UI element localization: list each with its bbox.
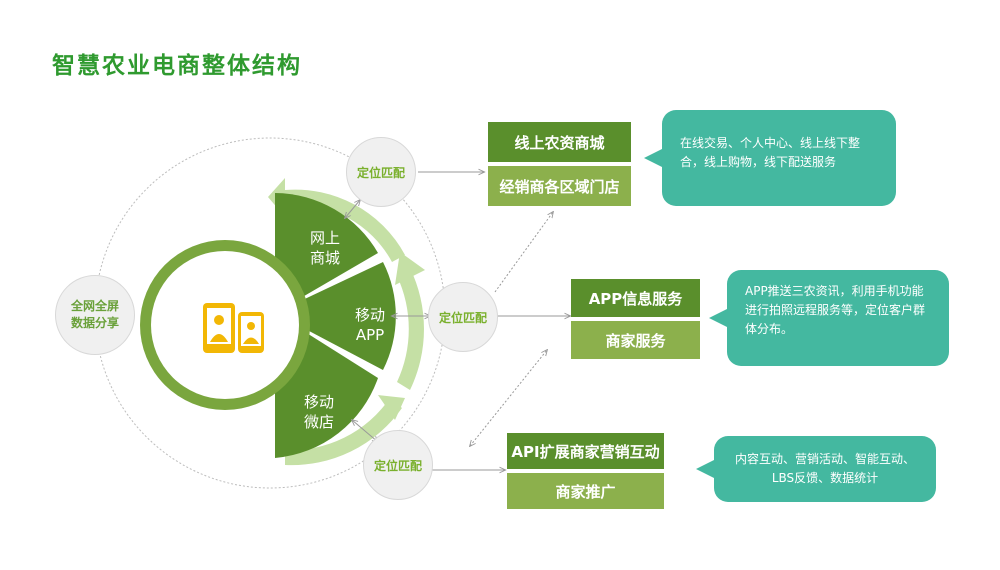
sector-online-mall	[275, 193, 378, 313]
match-node-bottom-label: 定位匹配	[373, 458, 422, 473]
match-node-top-label: 定位匹配	[356, 165, 405, 180]
sector-label-mobile-store: 移动 微店	[303, 393, 334, 431]
bubble-api-marketing: 内容互动、营销活动、智能互动、LBS反馈、数据统计	[696, 436, 936, 502]
arc-mobile-app	[397, 268, 424, 390]
mobile-devices-icon	[203, 303, 264, 353]
connector-mid-up	[494, 212, 553, 293]
sector-mobile-app	[275, 262, 396, 370]
connector-top-double	[345, 200, 360, 218]
sector-label-online-mall: 网上 商城	[309, 229, 340, 267]
connector-bot-up	[470, 350, 547, 446]
box-app-info-service: APP信息服务	[571, 279, 700, 317]
arc-arrow-mobile-app	[395, 252, 425, 285]
bubble-app-service: APP推送三农资讯，利用手机功能进行拍照远程服务等，定位客户群体分布。	[709, 270, 949, 366]
bubble-online-mall: 在线交易、个人中心、线上线下整合，线上购物，线下配送服务	[644, 110, 896, 206]
match-node-middle-label: 定位匹配	[438, 310, 487, 325]
share-data-label: 全网全屏 数据分享	[70, 299, 119, 330]
page-title: 智慧农业电商整体结构	[52, 52, 302, 79]
sector-label-mobile-app: 移动 APP	[354, 306, 385, 344]
box-dealer-stores: 经销商各区域门店	[488, 164, 631, 206]
box-online-agri-mall: 线上农资商城	[488, 122, 631, 162]
match-node-bottom: 定位匹配	[363, 430, 433, 500]
match-node-middle: 定位匹配	[428, 282, 498, 352]
share-data-circle: 全网全屏 数据分享	[55, 275, 135, 355]
arc-arrow-mobile-store	[378, 395, 405, 420]
box-api-marketing: API扩展商家营销互动	[507, 433, 664, 469]
box-merchant-service: 商家服务	[571, 319, 700, 359]
match-node-top: 定位匹配	[346, 137, 416, 207]
arc-mobile-store	[285, 398, 402, 466]
box-merchant-promotion: 商家推广	[507, 471, 664, 509]
